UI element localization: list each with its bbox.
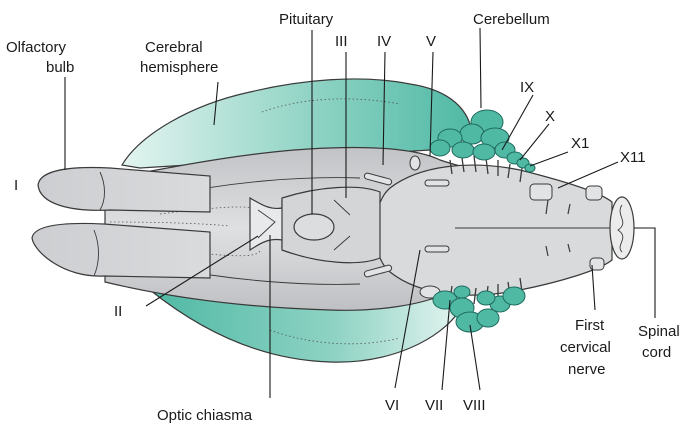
- label-nerve-x: X: [545, 108, 555, 125]
- brainstem: [375, 165, 640, 295]
- label-nerve-v: V: [426, 33, 436, 50]
- label-first-cervical-nerve-line1: First: [575, 317, 605, 334]
- label-cerebral-hemisphere-line1: Cerebral: [145, 39, 203, 56]
- label-first-cervical-nerve-line3: nerve: [568, 361, 606, 378]
- label-nerve-viii: VIII: [463, 397, 486, 414]
- label-pituitary: Pituitary: [279, 11, 334, 28]
- pituitary-region: [282, 187, 380, 262]
- label-spinal-cord-line1: Spinal: [638, 323, 680, 340]
- olfactory-bulb-upper: [38, 168, 210, 212]
- label-cerebral-hemisphere-line2: hemisphere: [140, 59, 218, 76]
- label-cerebellum: Cerebellum: [473, 11, 550, 28]
- label-first-cervical-nerve-line2: cervical: [560, 339, 611, 356]
- label-optic-chiasma: Optic chiasma: [157, 407, 253, 424]
- label-olfactory-bulb-line1: Olfactory: [6, 39, 67, 56]
- label-nerve-vii: VII: [425, 397, 443, 414]
- label-nerve-x1: X1: [571, 135, 589, 152]
- label-nerve-ix: IX: [520, 79, 534, 96]
- label-nerve-ii: II: [114, 303, 122, 320]
- label-nerve-vi: VI: [385, 397, 399, 414]
- label-spinal-cord-line2: cord: [642, 344, 671, 361]
- label-nerve-iv: IV: [377, 33, 391, 50]
- label-nerve-x11: X11: [620, 149, 646, 166]
- spinal-cord-end: [610, 197, 634, 259]
- label-nerve-i: I: [14, 177, 18, 194]
- label-nerve-iii: III: [335, 33, 348, 50]
- label-olfactory-bulb-line2: bulb: [46, 59, 74, 76]
